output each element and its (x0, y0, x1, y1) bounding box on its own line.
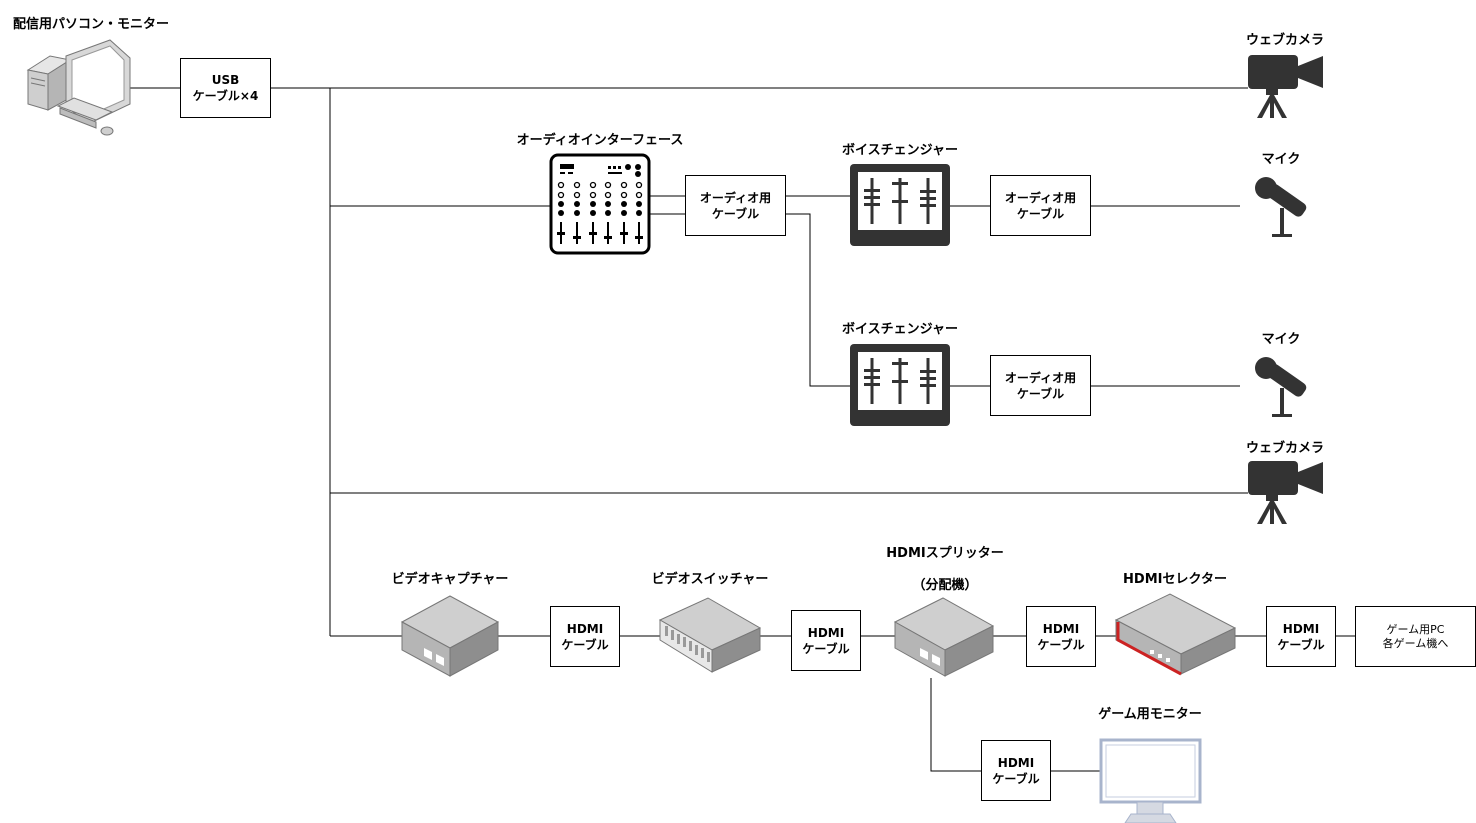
hdmi-cable-1-line1: HDMI (566, 621, 604, 636)
game-monitor-label: ゲーム用モニター (1098, 707, 1202, 722)
usb-cable-box: USB ケーブル×4 (180, 58, 271, 118)
mixer-icon (549, 153, 651, 255)
audio-cable-box-2: オーディオ用 ケーブル (990, 175, 1091, 236)
hdmi-cable-5-line2: ケーブル (992, 771, 1040, 786)
video-capture-icon (400, 595, 500, 677)
connection-lines (130, 87, 1355, 772)
hdmi-selector-label: HDMIセレクター (1123, 572, 1227, 587)
hdmi-splitter-icon (893, 597, 995, 677)
hdmi-cable-2-line1: HDMI (807, 625, 845, 640)
hdmi-cable-box-3: HDMI ケーブル (1026, 606, 1096, 667)
game-sources-box: ゲーム用PC 各ゲーム機へ (1355, 606, 1476, 667)
hdmi-cable-3-line1: HDMI (1042, 621, 1080, 636)
hdmi-cable-box-2: HDMI ケーブル (791, 610, 861, 671)
webcam-icon (1248, 461, 1323, 524)
mic1-label: マイク (1261, 152, 1301, 167)
hdmi-cable-2-line2: ケーブル (802, 641, 850, 656)
game-sources-line1: ゲーム用PC (1386, 622, 1445, 636)
voice-changer1-label: ボイスチェンジャー (842, 143, 958, 158)
hdmi-cable-4-line1: HDMI (1282, 621, 1320, 636)
audio-cable-2-line2: ケーブル (1016, 206, 1065, 221)
hdmi-cable-box-5: HDMI ケーブル (981, 740, 1051, 801)
webcam2-label: ウェブカメラ (1245, 441, 1325, 456)
voice-changer2-label: ボイスチェンジャー (842, 322, 958, 337)
game-sources-line2: 各ゲーム機へ (1382, 636, 1449, 650)
video-switcher-icon (658, 597, 762, 673)
pc-label: 配信用パソコン・モニター (12, 17, 170, 32)
audio-cable-3-line1: オーディオ用 (1004, 370, 1077, 385)
hdmi-splitter-label: HDMIスプリッター (886, 546, 1004, 561)
webcam1-label: ウェブカメラ (1245, 33, 1325, 48)
hdmi-cable-box-1: HDMI ケーブル (550, 606, 620, 667)
video-switcher-label: ビデオスイッチャー (651, 572, 769, 587)
audio-cable-1-line2: ケーブル (711, 206, 760, 221)
video-capture-label: ビデオキャプチャー (391, 572, 509, 587)
line-splitter-hdmi5 (930, 678, 981, 772)
line-audio1-vc2 (785, 213, 850, 387)
hdmi-cable-box-4: HDMI ケーブル (1266, 606, 1336, 667)
mic2-label: マイク (1261, 332, 1301, 347)
hdmi-selector-icon (1114, 593, 1237, 676)
webcam-icon (1248, 55, 1323, 118)
audio-cable-box-1: オーディオ用 ケーブル (685, 175, 786, 236)
audio-cable-2-line1: オーディオ用 (1004, 190, 1077, 205)
hdmi-cable-1-line2: ケーブル (561, 637, 609, 652)
hdmi-cable-3-line2: ケーブル (1037, 637, 1085, 652)
audio-interface-label: オーディオインターフェース (516, 133, 684, 148)
hdmi-cable-4-line2: ケーブル (1277, 637, 1325, 652)
audio-cable-3-line2: ケーブル (1016, 386, 1065, 401)
hdmi-splitter-sublabel: （分配機） (912, 578, 978, 593)
usb-cable-line1: USB (211, 73, 240, 87)
audio-cable-box-3: オーディオ用 ケーブル (990, 355, 1091, 416)
desktop-pc-icon (26, 39, 131, 136)
microphone-icon (1255, 177, 1307, 237)
audio-cable-1-line1: オーディオ用 (699, 190, 772, 205)
game-monitor-icon (1099, 738, 1202, 823)
usb-cable-line2: ケーブル×4 (192, 89, 259, 103)
hdmi-cable-5-line1: HDMI (997, 755, 1035, 770)
microphone-icon (1255, 357, 1307, 417)
voice-changer-icon (850, 164, 950, 246)
voice-changer-icon (850, 344, 950, 426)
